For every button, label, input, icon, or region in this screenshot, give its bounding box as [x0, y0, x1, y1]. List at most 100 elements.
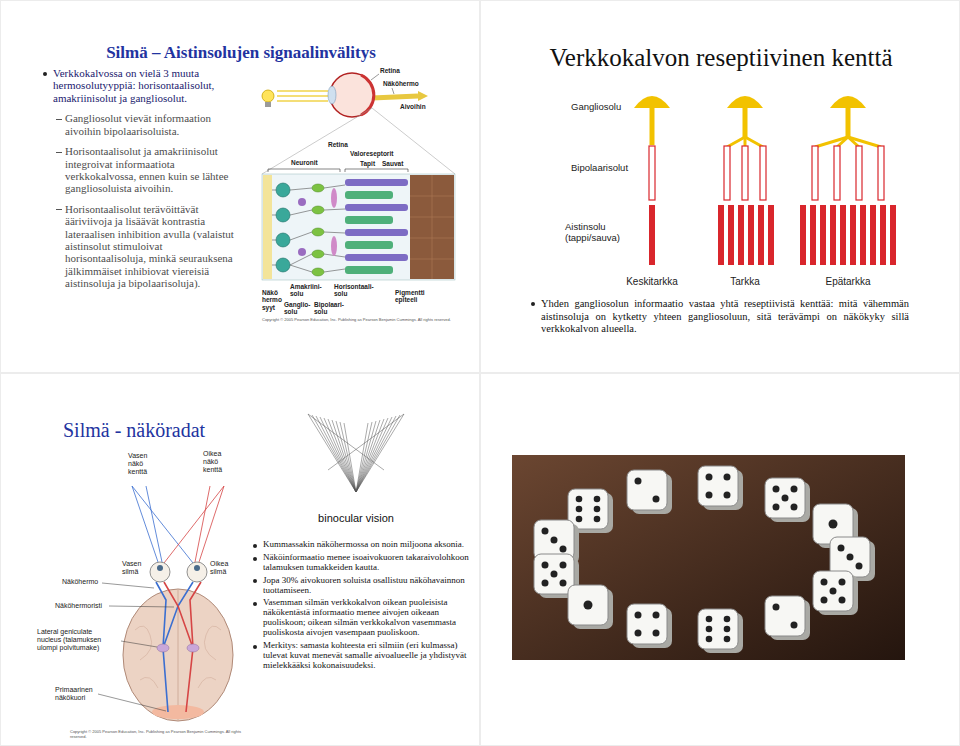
visual-pathway-figure-part: [178, 590, 179, 720]
figure-label: Copyright © 2005 Pearson Education, Inc.…: [70, 730, 250, 739]
visual-pathway-figure-part: [135, 626, 221, 688]
receptive-field-diagram-part-part: [649, 205, 655, 265]
dice-photo-part: [813, 571, 858, 615]
figure-label: Pigmentti epiteeli: [395, 289, 425, 304]
dice-photo-part: [765, 478, 810, 522]
visual-pathway-figure-part-part: [163, 582, 193, 648]
visual-pathway-figure-part: [194, 565, 200, 571]
retina-illustration-part-part: [324, 185, 345, 188]
retina-illustration-part: [345, 169, 408, 172]
retina-illustration-part-part: [276, 208, 290, 222]
dice-photo-part: [698, 466, 743, 510]
figure-label: Primaarinen näkökuori: [55, 686, 93, 702]
binocular-sketch-part: [320, 417, 356, 492]
binocular-sketch-part: [328, 414, 404, 470]
slide-panel: Verkkokalvon reseptiivinen kenttäYhden g…: [480, 0, 960, 373]
retina-illustration-part-part: [324, 269, 345, 272]
retina-illustration-part: [263, 175, 272, 279]
retina-illustration-part: [371, 74, 379, 80]
visual-pathway-figure-part: [187, 644, 199, 652]
binocular-sketch-part: [356, 422, 372, 492]
receptive-field-diagram-part-part: [728, 205, 734, 265]
retina-illustration-part: [410, 175, 454, 279]
retina-illustration-part-part: [312, 250, 324, 258]
figure-label: Vasen silmä: [122, 560, 141, 576]
figure-label: Aivoihin: [400, 103, 426, 110]
bullet-text: Yhden gangliosolun informaatio vastaa yh…: [541, 298, 909, 336]
retina-illustration-part: [272, 185, 345, 272]
visual-pathway-figure-part-part: [135, 626, 152, 660]
bullet-text: Jopa 30% aivokuoren soluista osallistuu …: [263, 576, 471, 596]
receptive-field-diagram: [634, 96, 896, 265]
visual-pathway-figure-part-part: [198, 677, 216, 688]
visual-pathway-figure-part-part: [132, 486, 193, 563]
receptive-field-diagram-part-part: [856, 146, 862, 200]
binocular-sketch-part: [312, 415, 356, 492]
visual-pathway-figure-part: [157, 644, 169, 652]
retina-illustration-part-part: [345, 254, 408, 261]
retina-illustration-part-part: [298, 248, 306, 256]
figure-label: binocular vision: [318, 512, 394, 525]
visual-pathway-figure-part: [152, 705, 204, 719]
figure-label: Keskitarkka: [626, 276, 678, 288]
dice-photo-part-part: [534, 554, 574, 594]
visual-pathway-figure-part: [123, 589, 233, 721]
visual-pathway-figure-part: [132, 486, 224, 563]
bullet-text: Horisontaalisolut ja amakriinisolut inte…: [65, 145, 241, 195]
receptive-field-diagram-part-part: [820, 205, 826, 265]
retina-illustration-part-part: [276, 258, 290, 272]
retina-illustration-part-part: [290, 265, 312, 272]
dice-photo-part-part: [627, 604, 667, 644]
receptive-field-diagram-part-part: [870, 205, 876, 265]
figure-label: Oikea silmä: [210, 560, 228, 576]
receptive-field-diagram-part: [634, 96, 866, 145]
receptive-field-diagram-part: [649, 146, 884, 200]
receptive-field-diagram-part-part: [760, 146, 766, 200]
figure-label: Retina: [328, 141, 348, 148]
bullet-text: Merkitys: samasta kohteesta eri silmiin …: [263, 641, 471, 671]
visual-pathway-figure-part-part: [102, 583, 154, 588]
figure-label: Sauvat: [382, 160, 403, 167]
retina-illustration-part-part: [312, 228, 324, 236]
slide-title: Silmä - näköradat: [63, 418, 263, 442]
receptive-field-diagram-part-part: [758, 205, 764, 265]
dice-photo-part: [568, 585, 613, 629]
retina-illustration-part: [277, 100, 328, 102]
binocular-sketch-part: [356, 414, 404, 492]
receptive-field-diagram-part-part: [738, 205, 744, 265]
visual-pathway-figure-part: [187, 562, 207, 582]
retina-illustration-part-part: [272, 265, 276, 266]
binocular-sketch-part: [356, 417, 392, 492]
retina-illustration-part-part: [272, 190, 276, 191]
figure-label: Ganglio- solu: [284, 301, 310, 316]
figure-label: Tarkka: [730, 276, 759, 288]
retina-illustration-part-part: [432, 175, 433, 279]
visual-pathway-figure-part-part: [190, 582, 201, 648]
retina-illustration-part-part: [290, 210, 312, 215]
figure-label: Gangliosolu: [571, 102, 621, 113]
receptive-field-diagram-part-part: [846, 106, 851, 138]
binocular-sketch-part: [328, 419, 356, 492]
dice-photo-part: [627, 604, 672, 648]
binocular-sketch-part: [308, 414, 384, 470]
figure-label: Valoreseptorit: [350, 150, 393, 157]
dice-photo-part-part: [568, 585, 608, 625]
binocular-sketch: [308, 414, 404, 492]
retina-illustration-part-part: [324, 232, 345, 233]
slide-frame: [481, 374, 960, 746]
retina-illustration-part: [277, 95, 328, 97]
receptive-field-diagram-part-part: [878, 146, 884, 200]
retina-illustration-part-part: [298, 198, 306, 206]
dice-photo-part-part: [698, 466, 738, 506]
dice-photo-part: [698, 609, 743, 653]
retina-illustration: [262, 73, 455, 280]
binocular-sketch-part: [356, 419, 384, 492]
retina-illustration-part: [265, 102, 271, 107]
retina-illustration-part: [418, 91, 428, 101]
dice-photo-part-part: [627, 470, 667, 510]
figure-label: Aistinsolu (tappi/sauva): [565, 222, 635, 244]
dice-photo-part: [765, 596, 810, 640]
figure-label: Lateral geniculate nucleus (talamuksen u…: [37, 628, 117, 652]
retina-illustration-part: [328, 86, 336, 104]
retina-illustration-part-part: [276, 233, 290, 247]
